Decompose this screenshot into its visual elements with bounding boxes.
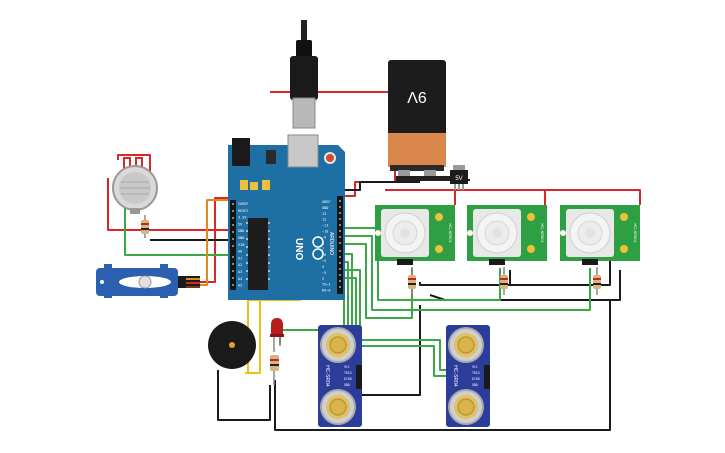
reset-button[interactable] bbox=[324, 152, 336, 164]
right-pin-label: ~9 bbox=[322, 235, 326, 239]
resistor-led[interactable] bbox=[270, 355, 279, 385]
wire-red-gas bbox=[107, 178, 232, 231]
left-pin-label: VIN bbox=[238, 243, 244, 247]
right-pin-label: RX←0 bbox=[322, 289, 330, 293]
wire-green-us2 bbox=[340, 269, 448, 371]
right-pin-label: ~6 bbox=[322, 253, 326, 257]
right-pin-label: ~3 bbox=[322, 271, 326, 275]
ultrasonic-pin-label: GND bbox=[344, 383, 350, 387]
left-pin-label: IOREF bbox=[238, 202, 249, 206]
wire-green-gas bbox=[124, 205, 232, 256]
pir-label: HC-SR501 bbox=[540, 223, 545, 243]
right-pin-label: TX→1 bbox=[322, 283, 330, 287]
right-pin-label: 7 bbox=[322, 247, 324, 251]
pir-sensor[interactable]: HC-SR501 bbox=[467, 205, 547, 265]
pir-sensor[interactable]: HC-SR501 bbox=[560, 205, 640, 265]
battery-terminal-pos bbox=[398, 170, 410, 180]
wire-green-pir-c bbox=[340, 243, 413, 319]
wire-black-pir-res bbox=[429, 270, 621, 301]
left-pin-label: A3 bbox=[238, 270, 242, 274]
ultrasonic-sensor[interactable]: HC-SR04 VCC TRIG ECHO GND bbox=[318, 325, 362, 427]
wire-black-bottom bbox=[274, 300, 611, 431]
ultrasonic-sensors: HC-SR04 VCC TRIG ECHO GND HC-SR04 VCC TRIG ECHO G… bbox=[318, 325, 490, 427]
regulator-label: 5V bbox=[455, 176, 462, 182]
arduino-model: UNO bbox=[293, 238, 304, 260]
atmega-chip bbox=[248, 218, 268, 290]
right-pin-label: 12 bbox=[322, 218, 326, 222]
right-pin-label: ~11 bbox=[322, 224, 328, 228]
pir-sensors: HC-SR501 HC-SR501 HC-SR501 bbox=[375, 205, 640, 295]
right-pin-label: 2 bbox=[322, 277, 324, 281]
left-pin-label: A5 bbox=[238, 284, 242, 288]
ultrasonic-label: HC-SR04 bbox=[452, 365, 458, 387]
pir-label: HC-SR501 bbox=[633, 223, 638, 243]
left-pin-label: 3.3V bbox=[238, 216, 247, 220]
arduino-uno-board[interactable]: UNO ARDUINO IOREFRESET3.3V5VGNDGNDVINA0A… bbox=[228, 134, 345, 300]
right-pin-label: ~10 bbox=[322, 230, 328, 234]
voltage-regulator[interactable]: 5V bbox=[450, 165, 468, 190]
red-led[interactable] bbox=[270, 318, 284, 352]
right-pin-label: AREF bbox=[322, 200, 330, 204]
wire-red-pir-bus bbox=[385, 189, 641, 205]
wire-green-pir-a bbox=[340, 227, 501, 301]
resistor-pir[interactable] bbox=[500, 267, 508, 295]
ultrasonic-label: HC-SR04 bbox=[324, 365, 330, 387]
wire-black-buzzer bbox=[217, 370, 271, 421]
right-pin-label: ~5 bbox=[322, 259, 326, 263]
wire-black-pir-bus bbox=[419, 260, 611, 286]
right-pin-labels: AREF GND 13 12 ~11 ~10~9 8 7 ~6 ~5 4 ~3 2TX→1RX←0 bbox=[322, 200, 330, 293]
wire-black-us1 bbox=[360, 305, 421, 396]
battery-terminal-neg bbox=[424, 170, 436, 180]
right-header bbox=[337, 196, 343, 294]
left-pin-label: 5V bbox=[238, 222, 243, 226]
left-pin-label: A1 bbox=[238, 256, 242, 260]
left-pin-label: A2 bbox=[238, 263, 242, 267]
ultrasonic-pin-label: VCC bbox=[344, 365, 350, 369]
gas-sensor[interactable] bbox=[112, 157, 158, 214]
right-pin-label: 8 bbox=[322, 241, 324, 245]
wire-red-gas-top bbox=[117, 154, 151, 172]
ultrasonic-pin-label: TRIG bbox=[344, 371, 352, 375]
left-pin-label: RESET bbox=[238, 209, 249, 213]
ultrasonic-sensor[interactable]: HC-SR04 VCC TRIG ECHO GND bbox=[446, 325, 490, 427]
resistor-pir[interactable] bbox=[408, 267, 416, 295]
battery-9v[interactable]: 9V bbox=[388, 60, 456, 181]
servo-motor[interactable] bbox=[96, 264, 200, 298]
power-jack bbox=[232, 138, 250, 166]
left-pin-label: GND bbox=[238, 229, 244, 233]
resistor-pir[interactable] bbox=[593, 267, 601, 295]
wire-green-us2b bbox=[340, 277, 448, 377]
right-pin-label: 4 bbox=[322, 265, 324, 269]
arduino-logo: UNO ARDUINO bbox=[293, 232, 334, 260]
right-pin-label: GND bbox=[322, 206, 328, 210]
pir-sensor[interactable]: HC-SR501 bbox=[375, 205, 455, 265]
arduino-brand: ARDUINO bbox=[328, 232, 334, 255]
piezo-buzzer[interactable] bbox=[208, 321, 256, 369]
left-pin-label: GND bbox=[238, 236, 244, 240]
pir-label: HC-SR501 bbox=[448, 223, 453, 243]
ultrasonic-pin-label: ECHO bbox=[472, 377, 480, 381]
wire-red-battery bbox=[340, 150, 396, 197]
left-pin-label: A0 bbox=[238, 250, 242, 254]
right-pin-label: 13 bbox=[322, 212, 326, 216]
battery-label: 9V bbox=[407, 88, 427, 105]
resistor-gas[interactable] bbox=[141, 215, 149, 238]
usb-port bbox=[287, 134, 319, 168]
ultrasonic-pin-label: TRIG bbox=[472, 371, 480, 375]
ultrasonic-pin-label: VCC bbox=[472, 365, 478, 369]
usb-cable bbox=[290, 20, 318, 129]
ultrasonic-pin-label: GND bbox=[472, 383, 478, 387]
ultrasonic-pin-label: ECHO bbox=[344, 377, 352, 381]
left-pin-label: A4 bbox=[238, 277, 242, 281]
wire-green-pir-b bbox=[340, 235, 591, 311]
